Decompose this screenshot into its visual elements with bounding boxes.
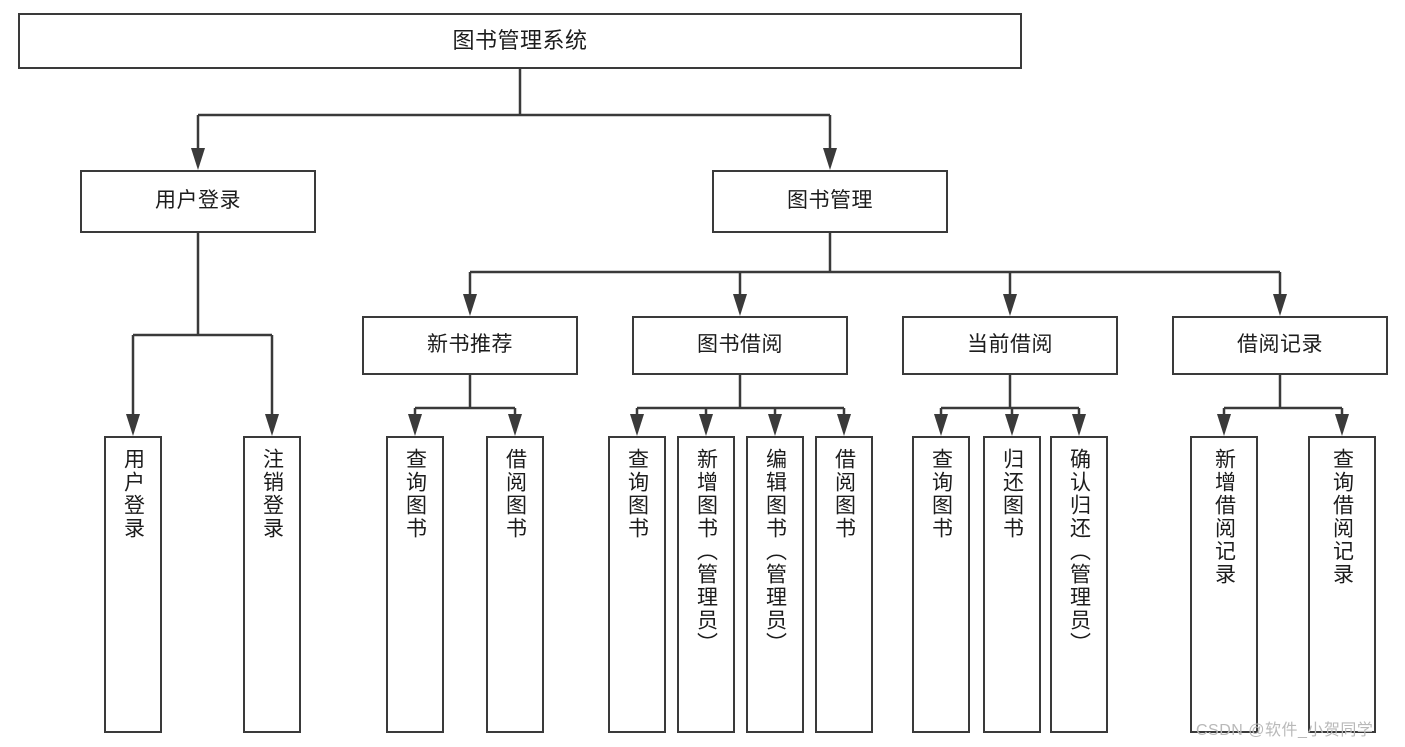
node-label: 当前借阅 <box>967 333 1053 357</box>
arrow-head <box>463 294 477 316</box>
node-label: 查询图书 <box>929 448 953 540</box>
node-label: 新增图书（管理员） <box>694 448 718 655</box>
arrow-head <box>1072 414 1086 436</box>
node-label: 查询图书 <box>625 448 649 540</box>
arrow-head <box>1335 414 1349 436</box>
arrow-head <box>508 414 522 436</box>
node-leaf-return-book[interactable]: 归还图书 <box>983 436 1041 733</box>
node-label: 查询借阅记录 <box>1330 448 1354 586</box>
arrow-head <box>837 414 851 436</box>
node-label: 确认归还（管理员） <box>1067 448 1091 655</box>
node-leaf-add-book[interactable]: 新增图书（管理员） <box>677 436 735 733</box>
watermark: CSDN @软件_小贺同学 <box>1196 722 1374 739</box>
node-leaf-query-book-1[interactable]: 查询图书 <box>386 436 444 733</box>
node-leaf-edit-book[interactable]: 编辑图书（管理员） <box>746 436 804 733</box>
node-label: 查询图书 <box>403 448 427 540</box>
node-label: 图书管理系统 <box>452 28 588 54</box>
node-leaf-query-record[interactable]: 查询借阅记录 <box>1308 436 1376 733</box>
arrow-head <box>1005 414 1019 436</box>
arrow-head <box>934 414 948 436</box>
node-leaf-borrow-book-1[interactable]: 借阅图书 <box>486 436 544 733</box>
arrow-head <box>1217 414 1231 436</box>
arrow-head <box>408 414 422 436</box>
arrow-head <box>1273 294 1287 316</box>
node-label: 新增借阅记录 <box>1212 448 1236 586</box>
node-leaf-query-book-2[interactable]: 查询图书 <box>608 436 666 733</box>
arrow-head <box>768 414 782 436</box>
arrow-head <box>126 414 140 436</box>
node-leaf-borrow-book-2[interactable]: 借阅图书 <box>815 436 873 733</box>
node-borrow-record[interactable]: 借阅记录 <box>1172 316 1388 375</box>
node-root[interactable]: 图书管理系统 <box>18 13 1022 69</box>
node-label: 编辑图书（管理员） <box>763 448 787 655</box>
node-leaf-user-login[interactable]: 用户登录 <box>104 436 162 733</box>
arrow-head <box>823 148 837 170</box>
arrow-head <box>1003 294 1017 316</box>
node-current-borrow[interactable]: 当前借阅 <box>902 316 1118 375</box>
node-new-book-rec[interactable]: 新书推荐 <box>362 316 578 375</box>
node-label: 新书推荐 <box>427 333 513 357</box>
arrow-head <box>191 148 205 170</box>
node-label: 借阅图书 <box>832 448 856 540</box>
node-leaf-confirm-return[interactable]: 确认归还（管理员） <box>1050 436 1108 733</box>
node-label: 借阅记录 <box>1237 333 1323 357</box>
node-book-manage[interactable]: 图书管理 <box>712 170 948 233</box>
node-label: 图书借阅 <box>697 333 783 357</box>
node-label: 归还图书 <box>1000 448 1024 540</box>
node-label: 用户登录 <box>121 448 145 540</box>
node-leaf-query-book-3[interactable]: 查询图书 <box>912 436 970 733</box>
node-leaf-user-logout[interactable]: 注销登录 <box>243 436 301 733</box>
node-label: 注销登录 <box>260 448 284 540</box>
node-label: 用户登录 <box>155 189 241 213</box>
arrow-head <box>733 294 747 316</box>
node-book-borrow[interactable]: 图书借阅 <box>632 316 848 375</box>
node-leaf-add-record[interactable]: 新增借阅记录 <box>1190 436 1258 733</box>
node-label: 借阅图书 <box>503 448 527 540</box>
arrow-head <box>265 414 279 436</box>
node-user-login[interactable]: 用户登录 <box>80 170 316 233</box>
arrow-head <box>699 414 713 436</box>
arrow-head <box>630 414 644 436</box>
node-label: 图书管理 <box>787 189 873 213</box>
